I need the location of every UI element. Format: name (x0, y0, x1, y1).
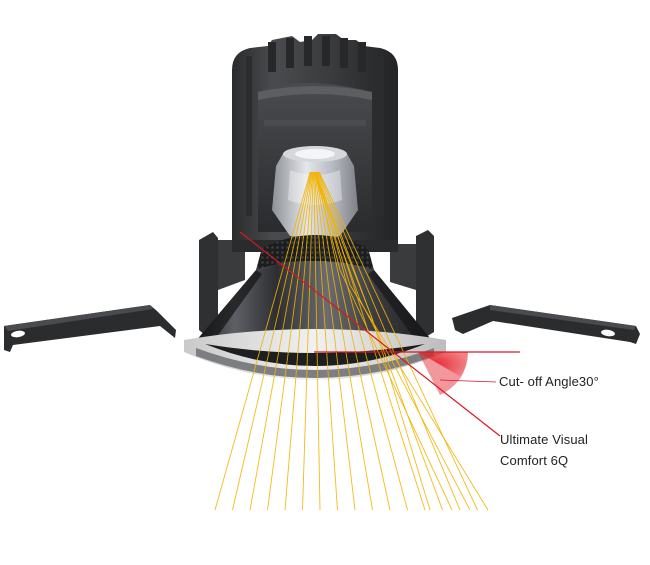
light-ray (284, 171, 314, 511)
light-ray (314, 171, 351, 286)
light-ray (232, 171, 312, 511)
light-ray (313, 171, 321, 511)
light-ray (359, 299, 471, 511)
light-ray (314, 171, 341, 271)
light-ray (339, 269, 453, 511)
light-ray (316, 171, 408, 511)
light-ray (314, 171, 356, 511)
cutoff-leader-line (439, 379, 497, 383)
light-ray (314, 171, 373, 319)
cutoff-angle-indicator (239, 231, 520, 437)
light-rays (214, 171, 489, 511)
light-ray (214, 171, 311, 511)
light-ray (267, 171, 313, 511)
light-ray (317, 171, 443, 511)
light-ray (316, 171, 426, 511)
visual-comfort-label-line2: Comfort 6Q (500, 453, 569, 468)
light-ray (249, 171, 312, 511)
light-ray (315, 171, 391, 511)
visual-comfort-label-line1: Ultimate Visual (500, 432, 588, 447)
light-ray (314, 171, 361, 301)
right-mounting-bracket (452, 305, 640, 344)
light-ray (315, 171, 373, 511)
light-ray (371, 317, 431, 511)
light-ray (318, 171, 478, 511)
side-housing (199, 230, 434, 338)
light-ray (313, 171, 338, 511)
cutoff-diagonal-line (239, 231, 501, 437)
cutoff-angle-label: Cut- off Angle30° (499, 374, 599, 389)
left-mounting-bracket (4, 305, 176, 352)
light-ray (302, 171, 314, 511)
light-ray (318, 171, 461, 511)
